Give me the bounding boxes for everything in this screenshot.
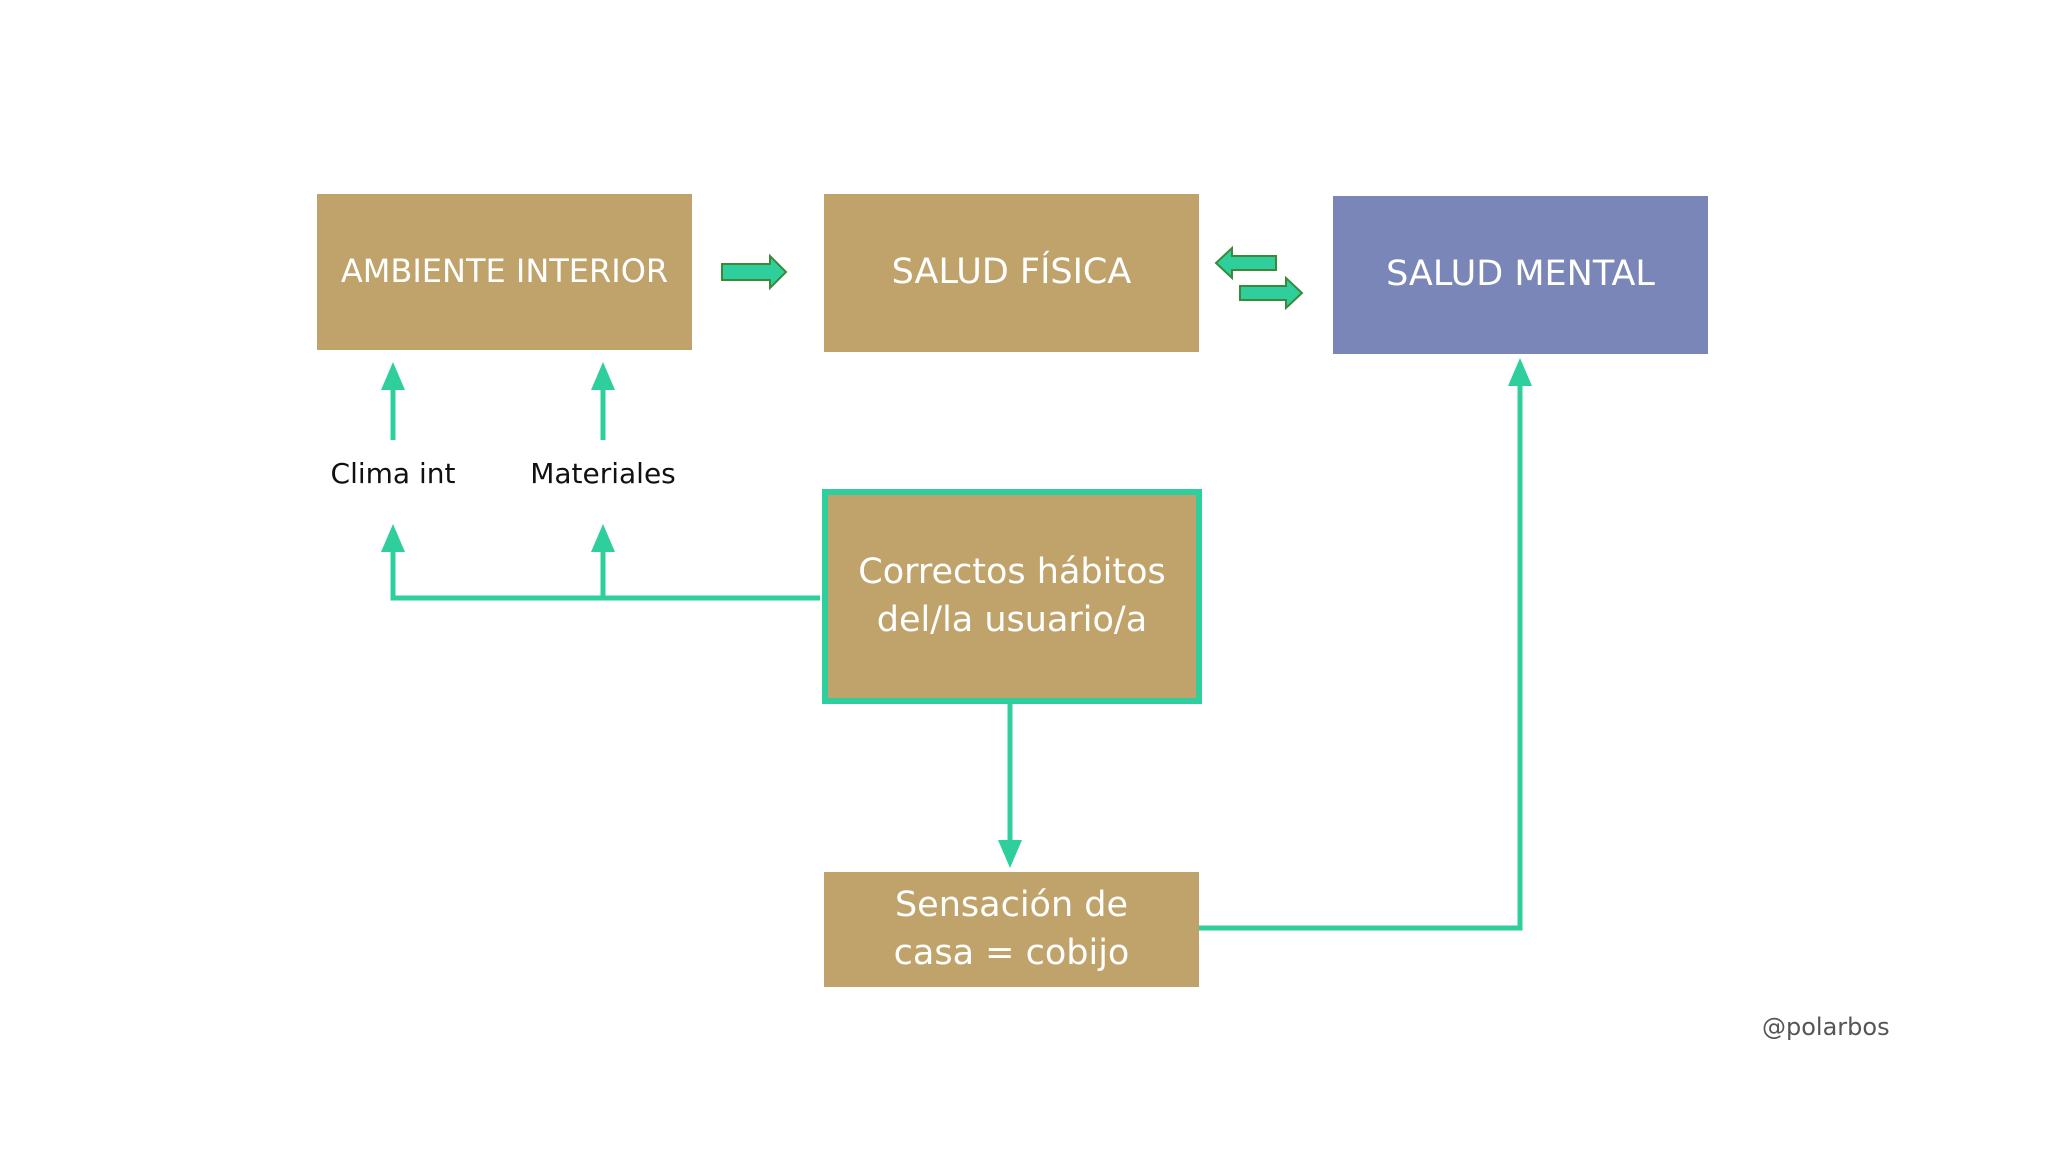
node-sensacion-casa: Sensación de casa = cobijo [824,872,1199,987]
node-salud-mental-label: SALUD MENTAL [1386,254,1655,295]
block-arrow-mental-to-fisica [1214,245,1277,281]
arrowhead-clima-to-ambiente [381,362,405,390]
node-salud-fisica-label: SALUD FÍSICA [891,252,1132,293]
arrowhead-habitos-to-sensacion [998,840,1022,868]
node-ambiente-interior: AMBIENTE INTERIOR [317,194,692,350]
node-habitos-line2: del/la usuario/a [876,599,1148,640]
arrow-sensacion-to-mental [1198,382,1523,931]
arrowhead-to-clima [381,524,405,552]
node-sensacion-line2: casa = cobijo [893,932,1130,973]
author-credit: @polarbos [1762,1013,1890,1041]
node-ambiente-interior-label: AMBIENTE INTERIOR [340,252,669,291]
arrowhead-to-materiales [591,524,615,552]
label-materiales: Materiales [530,457,676,490]
label-clima-int: Clima int [330,457,456,490]
node-salud-mental: SALUD MENTAL [1333,196,1708,354]
arrowhead-materiales-to-ambiente [591,362,615,390]
arrowhead-sensacion-to-mental [1508,358,1532,386]
block-arrow-ambiente-to-fisica [721,253,788,291]
node-salud-fisica: SALUD FÍSICA [824,194,1199,352]
node-sensacion-line1: Sensación de [894,885,1129,926]
node-habitos-line1: Correctos hábitos [858,552,1166,593]
node-correctos-habitos: Correctos hábitos del/la usuario/a [822,489,1202,704]
connector-habitos-to-labels [390,545,820,601]
block-arrow-fisica-to-mental [1239,275,1304,311]
